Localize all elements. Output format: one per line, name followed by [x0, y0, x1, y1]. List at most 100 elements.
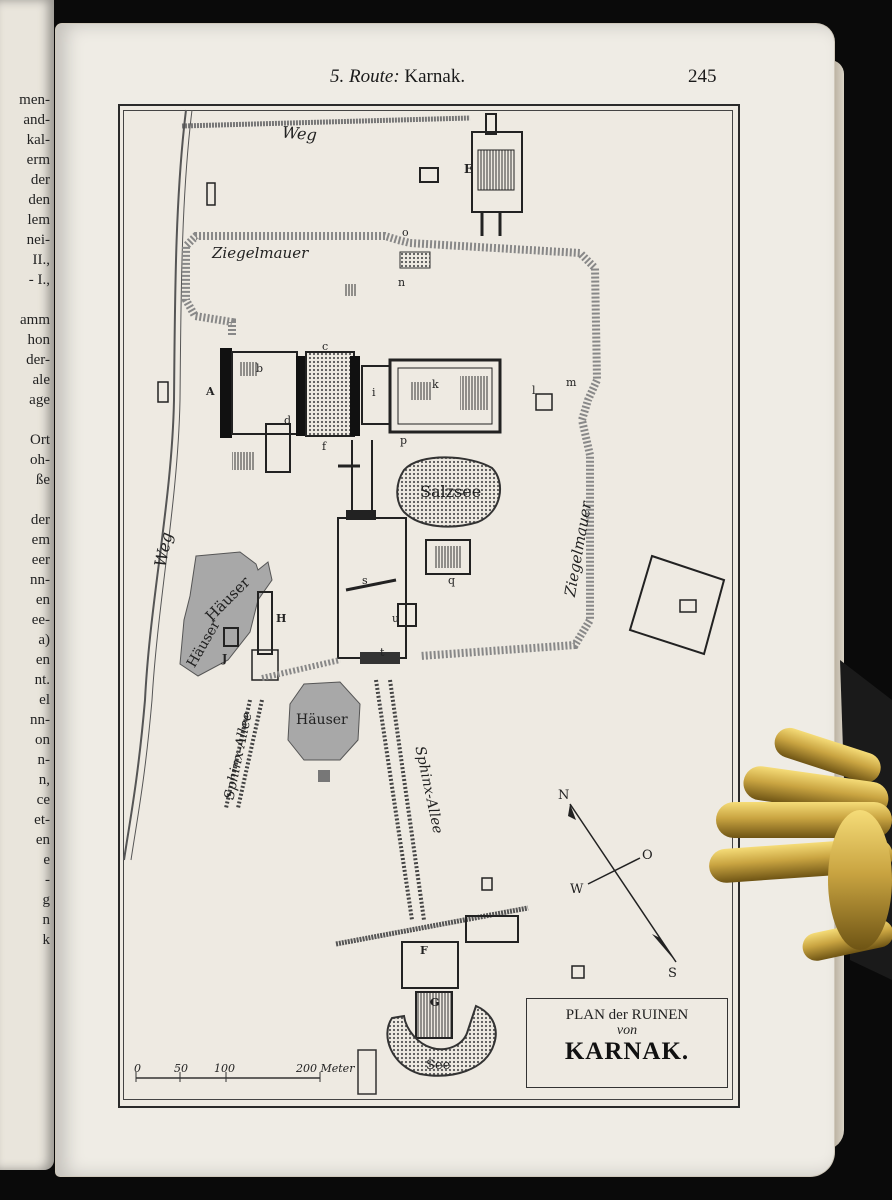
label-see: See	[426, 1058, 451, 1073]
label-weg-top: Weg	[281, 122, 318, 145]
marker-r: r	[370, 510, 376, 523]
left-page-line: nei-	[26, 232, 50, 248]
left-page-line: - I.,	[28, 272, 50, 288]
left-page-line: on	[35, 732, 50, 748]
pylon-2	[296, 356, 306, 436]
route-label: 5. Route:	[330, 66, 400, 87]
left-page-line: em	[31, 532, 50, 548]
left-page-line: oh-	[30, 452, 50, 468]
left-page-line: den	[28, 192, 50, 208]
marker-f: f	[322, 440, 327, 453]
left-page-line: ße	[35, 472, 50, 488]
marker-s: s	[362, 574, 368, 587]
map-title-line2: von	[616, 1023, 638, 1038]
salzsee-lake	[396, 456, 501, 528]
marker-h: H	[276, 612, 287, 625]
left-page-line: et-	[34, 812, 50, 828]
marker-p: p	[400, 434, 408, 447]
label-salzsee: Salzsee	[420, 482, 482, 501]
marker-g: G	[430, 996, 440, 1009]
houses-area-1	[179, 551, 273, 677]
compass-ns	[569, 803, 677, 963]
sphinx-avenue-right-a	[374, 679, 414, 921]
left-page-line: ale	[32, 372, 50, 388]
sphinx-avenue-right-b	[388, 679, 426, 921]
left-page-line: amm	[20, 312, 50, 328]
left-page-line: eer	[31, 552, 50, 568]
label-ziegelmauer-top: Ziegelmauer	[212, 244, 309, 262]
rear-temple	[388, 358, 502, 434]
left-page-line: en	[35, 832, 50, 848]
map-title-line1: PLAN der RUINEN	[565, 1007, 689, 1023]
left-page-line: erm	[26, 152, 50, 168]
left-page-line: nn-	[30, 572, 50, 588]
marker-m: m	[566, 376, 577, 389]
left-page-line: and-	[23, 112, 50, 128]
page-title: Karnak.	[404, 66, 466, 87]
scale-50: 50	[174, 1062, 188, 1075]
marker-i: i	[372, 386, 376, 399]
marker-d: d	[284, 414, 292, 427]
scale-200: 200 Meter	[296, 1062, 355, 1075]
left-page-line: lem	[27, 212, 51, 228]
left-page-line: der	[30, 512, 50, 528]
sphinx-avenue-left-b	[224, 699, 252, 809]
left-page-line: Ort	[30, 432, 50, 448]
left-page-line: e	[43, 852, 50, 868]
left-page-line: -	[45, 872, 50, 888]
left-page-line: kal-	[26, 132, 50, 148]
left-page-line: el	[39, 692, 50, 708]
road-west	[123, 109, 187, 861]
page-number: 245	[688, 66, 717, 87]
marker-o: o	[402, 226, 409, 239]
pylon-west	[220, 348, 232, 438]
brick-wall	[182, 232, 602, 660]
scale-0: 0	[134, 1062, 141, 1075]
left-page-line: en	[35, 592, 50, 608]
marker-n: n	[398, 276, 406, 289]
marker-q: q	[448, 574, 456, 587]
left-page-line: nn-	[30, 712, 50, 728]
left-page-line: g	[42, 892, 51, 908]
southern-road	[335, 905, 529, 947]
hypostyle-hall	[305, 351, 355, 437]
marker-f-big: F	[420, 944, 428, 957]
road-west-2	[130, 109, 193, 861]
see-lake	[386, 1004, 497, 1077]
compass-wo	[587, 857, 641, 885]
left-page-line: hon	[27, 332, 51, 348]
marker-c: c	[322, 340, 329, 353]
left-page-line: der-	[26, 352, 50, 368]
left-page-line: ce	[36, 792, 50, 808]
brass-hand-bookholder	[709, 660, 892, 980]
left-page-line: n,	[38, 772, 50, 788]
map-inner-border	[123, 110, 733, 1100]
marker-b: b	[256, 362, 264, 375]
left-page-line: nt.	[34, 672, 50, 688]
page-header: 5. Route: Karnak.	[330, 66, 465, 88]
compass-s: S	[668, 966, 677, 981]
left-page-line: men-	[19, 92, 50, 108]
marker-a: A	[206, 385, 215, 398]
left-page-line: ee-	[31, 612, 50, 628]
marker-u: u	[392, 612, 400, 625]
scale-100: 100	[214, 1062, 235, 1075]
left-page-line: der	[30, 172, 50, 188]
east-enclosure	[628, 554, 726, 656]
left-page-line: age	[29, 392, 50, 408]
marker-j: J	[222, 652, 228, 665]
sphinx-avenue-left-a	[236, 699, 264, 809]
compass-o: O	[642, 848, 653, 863]
left-page-line: en	[35, 652, 50, 668]
marker-t: t	[380, 646, 385, 659]
road-top	[181, 115, 471, 129]
marker-l: l	[532, 384, 536, 397]
compass-w: W	[570, 882, 584, 897]
marker-k: k	[432, 378, 439, 391]
map-title-box: PLAN der RUINEN von KARNAK.	[526, 998, 728, 1088]
left-page-line: n-	[37, 752, 51, 768]
map-title-line3: KARNAK.	[564, 1038, 690, 1065]
label-haeuser-3: Häuser	[296, 712, 348, 728]
